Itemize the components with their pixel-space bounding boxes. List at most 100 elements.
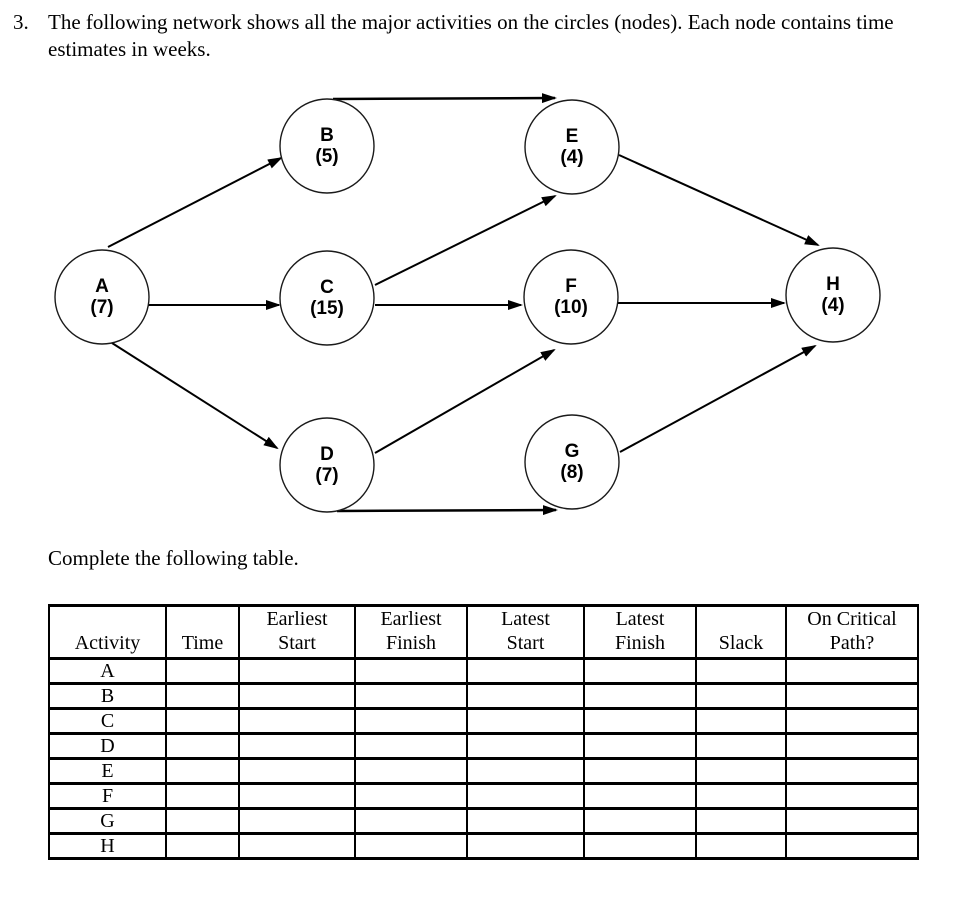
earliest-finish-cell [354, 782, 468, 810]
earliest-start-cell [238, 707, 356, 735]
earliest-start-cell [238, 757, 356, 785]
activity-cell: H [48, 832, 167, 860]
node-B-label: B [320, 125, 334, 146]
time-cell [165, 807, 240, 835]
activity-cell: G [48, 807, 167, 835]
earliest-start-cell [238, 732, 356, 760]
table-row-f: F [48, 782, 919, 810]
latest-start-cell [466, 807, 585, 835]
latest-start-cell [466, 707, 585, 735]
node-B-circle [279, 98, 375, 194]
col-header-slack: Slack [695, 604, 787, 660]
node-F-circle [523, 249, 619, 345]
latest-start-cell [466, 732, 585, 760]
network-diagram: A (7) B (5) C (15) D (7) E (4) [54, 93, 881, 516]
earliest-finish-cell [354, 732, 468, 760]
node-G: G (8) [524, 414, 620, 510]
earliest-finish-cell [354, 707, 468, 735]
edge-D-G [336, 505, 558, 516]
table-row-g: G [48, 807, 919, 835]
critical-path-cell [785, 832, 919, 860]
activity-cell: C [48, 707, 167, 735]
node-D-label: D [320, 444, 334, 465]
time-cell [165, 832, 240, 860]
activity-cell: E [48, 757, 167, 785]
node-A-label: A [95, 276, 109, 297]
activity-cell: D [48, 732, 167, 760]
diagram-nodes: A (7) B (5) C (15) D (7) E (4) [54, 98, 881, 513]
diagram-edges [107, 93, 820, 516]
slack-cell [695, 832, 787, 860]
node-B-duration: (5) [315, 146, 338, 167]
activity-cell: A [48, 657, 167, 685]
node-E-circle [524, 99, 620, 195]
latest-finish-cell [583, 782, 697, 810]
time-cell [165, 732, 240, 760]
latest-finish-cell [583, 707, 697, 735]
time-cell [165, 782, 240, 810]
node-G-duration: (8) [560, 462, 583, 483]
edge-E-H [618, 154, 820, 246]
latest-start-cell [466, 657, 585, 685]
edge-B-E [332, 93, 557, 104]
critical-path-cell [785, 682, 919, 710]
node-A-circle [54, 249, 150, 345]
slack-cell [695, 757, 787, 785]
node-E: E (4) [524, 99, 620, 195]
earliest-finish-cell [354, 807, 468, 835]
slack-cell [695, 782, 787, 810]
latest-finish-cell [583, 732, 697, 760]
latest-finish-cell [583, 832, 697, 860]
node-C-label: C [320, 277, 334, 298]
critical-path-cell [785, 757, 919, 785]
earliest-finish-cell [354, 757, 468, 785]
node-F-label: F [565, 276, 577, 297]
edge-A-D [111, 342, 279, 450]
node-B: B (5) [279, 98, 375, 194]
table-row-e: E [48, 757, 919, 785]
node-E-label: E [566, 126, 579, 147]
critical-path-cell [785, 782, 919, 810]
node-C: C (15) [279, 250, 375, 346]
latest-finish-cell [583, 757, 697, 785]
edge-D-F [374, 349, 556, 454]
table-row-h: H [48, 832, 919, 860]
critical-path-cell [785, 707, 919, 735]
earliest-start-cell [238, 657, 356, 685]
table-row-c: C [48, 707, 919, 735]
earliest-start-cell [238, 682, 356, 710]
node-C-duration: (15) [310, 298, 344, 319]
problem-statement: 3. The following network shows all the m… [13, 9, 948, 63]
time-cell [165, 657, 240, 685]
node-H-duration: (4) [821, 295, 844, 316]
earliest-finish-cell [354, 657, 468, 685]
slack-cell [695, 682, 787, 710]
node-G-label: G [565, 441, 580, 462]
slack-cell [695, 732, 787, 760]
activity-cell: B [48, 682, 167, 710]
time-cell [165, 707, 240, 735]
earliest-start-cell [238, 782, 356, 810]
time-cell [165, 682, 240, 710]
node-G-circle [524, 414, 620, 510]
earliest-finish-cell [354, 832, 468, 860]
node-H: H (4) [785, 247, 881, 343]
latest-finish-cell [583, 682, 697, 710]
critical-path-cell [785, 657, 919, 685]
edge-C-E [374, 195, 557, 286]
earliest-finish-cell [354, 682, 468, 710]
slack-cell [695, 707, 787, 735]
node-H-circle [785, 247, 881, 343]
node-A-duration: (7) [90, 297, 113, 318]
latest-start-cell [466, 782, 585, 810]
node-D-circle [279, 417, 375, 513]
slack-cell [695, 657, 787, 685]
edge-A-B [107, 157, 283, 248]
